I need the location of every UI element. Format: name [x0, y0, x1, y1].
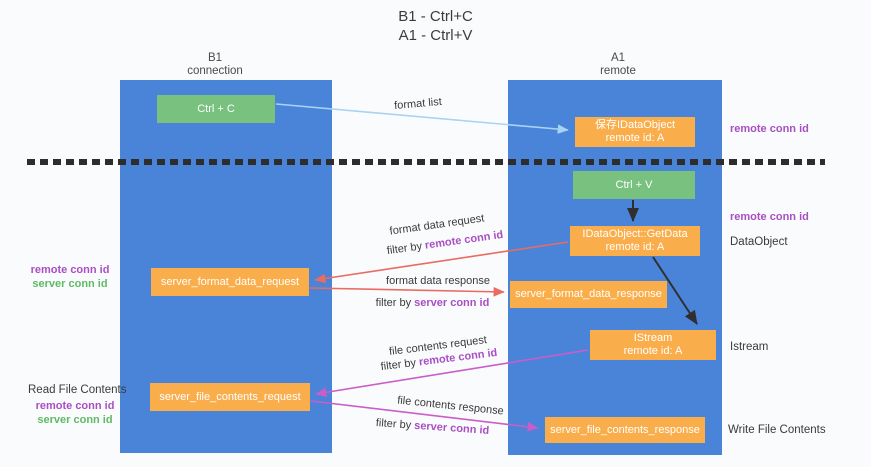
column-a1-role: remote	[600, 65, 636, 77]
column-b1-name: B1	[207, 52, 223, 64]
getdata-line1: IDataObject::GetData	[582, 228, 688, 240]
server-format-data-response-box: server_format_data_response	[510, 281, 667, 308]
format-request-conn-ids-annotation: remote conn id server conn id	[20, 263, 120, 291]
server-conn-id-text: server conn id	[414, 297, 490, 309]
server-conn-id-annotation-bottom: server conn id	[37, 414, 113, 426]
server-conn-id-annotation-left: server conn id	[32, 278, 108, 290]
title-line-a1: A1 - Ctrl+V	[398, 27, 473, 44]
format-data-response-label: format data response	[386, 275, 490, 287]
istream-line1: IStream	[633, 332, 673, 344]
server-file-contents-request-box: server_file_contents_request	[150, 383, 310, 411]
server-format-data-request-box: server_format_data_request	[151, 268, 309, 296]
server-format-data-request-label: server_format_data_request	[160, 275, 300, 288]
column-header-a1: A1 remote	[558, 52, 678, 78]
istream-annotation: Istream	[730, 341, 769, 353]
save-idataobject-box: 保存IDataObject remote id: A	[575, 117, 695, 147]
filter-by-text: filter by	[386, 240, 423, 258]
remote-conn-id-annotation-mid: remote conn id	[730, 211, 809, 223]
save-idataobject-line1: 保存IDataObject	[594, 119, 676, 131]
title-line-b1: B1 - Ctrl+C	[398, 8, 473, 25]
remote-conn-id-text: remote conn id	[424, 228, 504, 252]
filter-by-text: filter by	[380, 356, 417, 374]
istream-line2: remote id: A	[623, 345, 683, 357]
istream-box: IStream remote id: A	[590, 330, 716, 360]
format-list-label: format list	[393, 95, 443, 113]
read-file-contents-annotation: Read File Contents	[28, 384, 127, 396]
file-contents-response-label: file contents response	[396, 394, 505, 418]
filter-by-text: filter by	[375, 417, 412, 432]
dataobject-annotation: DataObject	[730, 236, 788, 248]
filter-by-text: filter by	[375, 297, 412, 309]
column-b1-role: connection	[187, 65, 243, 77]
server-file-contents-response-label: server_file_contents_response	[550, 423, 700, 436]
ctrl-v-box: Ctrl + V	[573, 171, 695, 199]
server-format-data-response-label: server_format_data_response	[515, 288, 662, 300]
column-header-b1: B1 connection	[155, 52, 275, 78]
phase-separator-dashed-line	[27, 159, 825, 165]
remote-conn-id-annotation-top: remote conn id	[730, 123, 809, 135]
ctrl-c-box: Ctrl + C	[157, 95, 275, 123]
arrow-format-data-response	[309, 286, 505, 297]
ctrl-v-label: Ctrl + V	[615, 178, 653, 191]
save-idataobject-line2: remote id: A	[605, 132, 665, 144]
server-conn-id-text: server conn id	[413, 419, 490, 437]
server-file-contents-request-label: server_file_contents_request	[159, 390, 301, 403]
remote-conn-id-annotation-left: remote conn id	[30, 264, 110, 276]
remote-conn-id-annotation-bottom: remote conn id	[35, 400, 115, 412]
server-file-contents-response-box: server_file_contents_response	[545, 417, 705, 443]
ctrl-c-label: Ctrl + C	[197, 102, 235, 115]
getdata-line2: remote id: A	[605, 241, 665, 253]
column-a1-name: A1	[610, 52, 626, 64]
write-file-contents-annotation: Write File Contents	[728, 424, 826, 436]
file-request-conn-ids-annotation: remote conn id server conn id	[25, 399, 125, 427]
diagram-title: B1 - Ctrl+C A1 - Ctrl+V	[0, 7, 871, 45]
idataobject-getdata-box: IDataObject::GetData remote id: A	[570, 226, 700, 256]
